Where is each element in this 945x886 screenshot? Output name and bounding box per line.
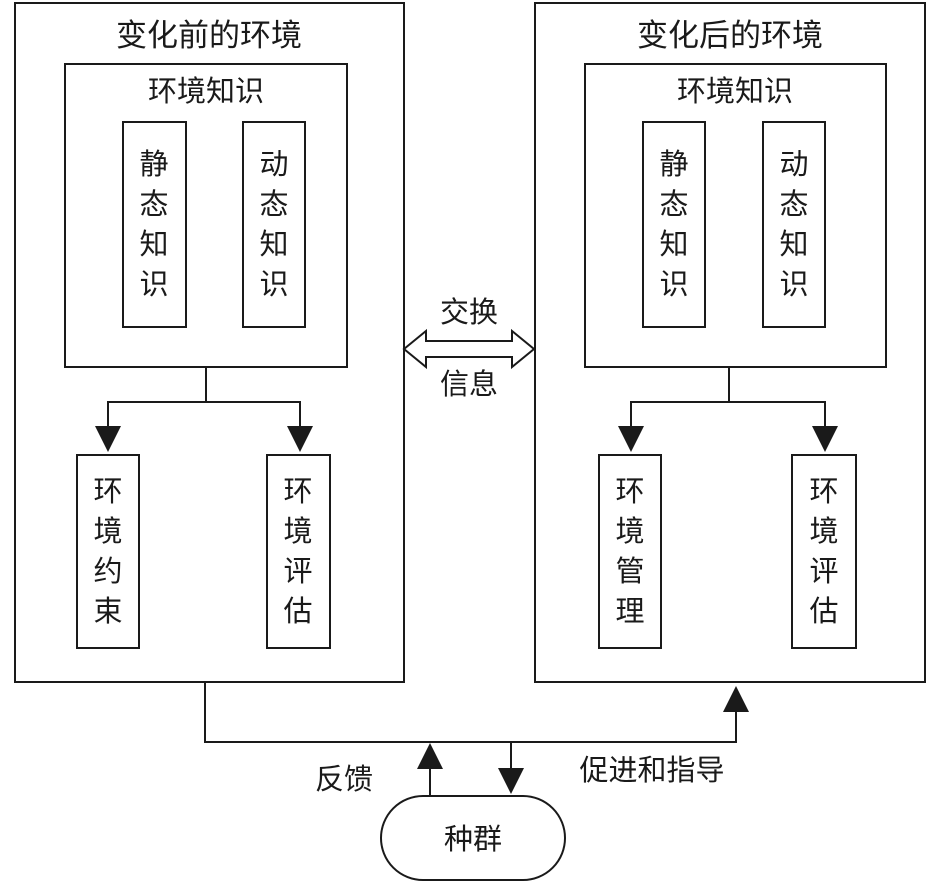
- before-evaluation-box: [266, 454, 331, 649]
- after-dynamic-knowledge-label: 动态知识: [779, 147, 808, 301]
- bottom-loop-line: [204, 682, 737, 743]
- after-dynamic-knowledge-box: [762, 121, 826, 328]
- before-evaluation-label: 环境评估: [283, 474, 312, 628]
- after-knowledge-box: [584, 63, 887, 368]
- after-static-knowledge-label: 静态知识: [659, 147, 688, 301]
- before-dynamic-knowledge-label: 动态知识: [259, 147, 288, 301]
- before-connector-right: [206, 401, 301, 426]
- before-arrow-evaluation: [287, 426, 313, 452]
- before-knowledge-title: 环境知识: [148, 74, 264, 108]
- after-evaluation-label: 环境评估: [809, 474, 838, 628]
- after-management-label: 环境管理: [615, 474, 644, 628]
- before-constraint-label: 环境约束: [93, 474, 122, 628]
- population-label: 种群: [444, 822, 502, 856]
- guidance-label: 促进和指导: [579, 753, 724, 787]
- before-dynamic-knowledge-box: [242, 121, 306, 328]
- exchange-top-label: 交换: [440, 295, 498, 329]
- after-arrow-management: [618, 426, 644, 452]
- after-env-title: 变化后的环境: [637, 18, 823, 54]
- after-connector-right: [729, 401, 826, 426]
- before-arrow-constraint: [95, 426, 121, 452]
- before-static-knowledge-label: 静态知识: [139, 147, 168, 301]
- after-connector-left: [630, 367, 730, 426]
- exchange-double-arrow: [402, 328, 536, 370]
- before-env-title: 变化前的环境: [116, 18, 302, 54]
- after-evaluation-box: [791, 454, 857, 649]
- after-knowledge-title: 环境知识: [677, 74, 793, 108]
- population-node: [380, 795, 566, 881]
- feedback-label: 反馈: [315, 762, 373, 796]
- after-management-box: [598, 454, 662, 649]
- before-constraint-box: [76, 454, 140, 649]
- exchange-bottom-label: 信息: [440, 367, 498, 401]
- after-static-knowledge-box: [642, 121, 706, 328]
- before-static-knowledge-box: [122, 121, 187, 328]
- guidance-arrow-down: [498, 768, 524, 794]
- before-connector-left: [107, 367, 207, 426]
- after-arrow-evaluation: [812, 426, 838, 452]
- guidance-arrow-up: [723, 686, 749, 712]
- feedback-arrow-up: [417, 743, 443, 769]
